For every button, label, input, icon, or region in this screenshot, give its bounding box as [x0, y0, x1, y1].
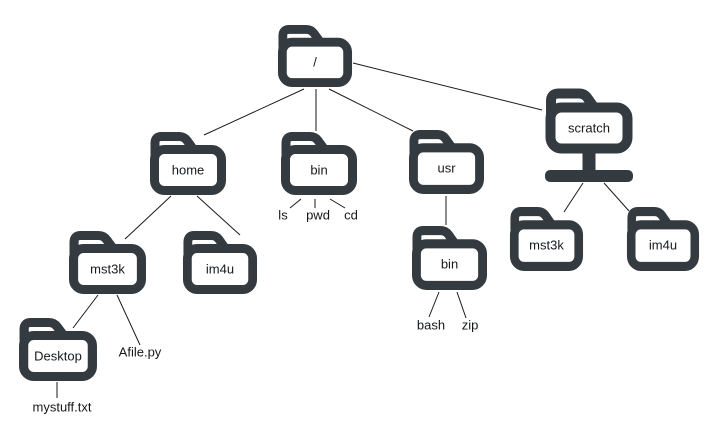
file-label-zip: zip — [461, 317, 479, 333]
tree-edge-scratch-mst3k-scratch — [563, 182, 584, 213]
tree-edge-home-im4u-home — [196, 195, 241, 236]
tree-edge-bin-cd — [329, 198, 346, 209]
tree-edge-root-usr — [328, 88, 414, 132]
folder-node-bin-usr: bin — [411, 226, 488, 291]
tree-edge-root-home — [203, 88, 305, 136]
folder-icon — [182, 231, 258, 294]
tree-edge-home-mst3k-home — [124, 195, 172, 240]
folder-node-im4u-home: im4u — [182, 231, 258, 295]
file-label-pwd: pwd — [306, 207, 330, 223]
folder-node-usr: usr — [408, 130, 485, 195]
folder-label-usr: usr — [437, 160, 456, 176]
folder-icon — [408, 130, 485, 194]
folder-label-im4u-scratch: im4u — [648, 237, 678, 253]
tree-edge-bin-ls — [289, 198, 302, 209]
folder-node-bin: bin — [280, 132, 358, 196]
file-label-cd: cd — [344, 207, 358, 223]
folder-icon — [277, 25, 353, 88]
folder-label-home: home — [171, 162, 205, 178]
folder-label-im4u-home: im4u — [205, 261, 235, 277]
folder-icon — [411, 226, 488, 290]
folder-node-home: home — [149, 132, 227, 196]
folder-node-desktop: Desktop — [18, 318, 98, 382]
file-label-mystuff: mystuff.txt — [32, 399, 92, 415]
tree-edge-mst3k-home-afile — [116, 294, 141, 346]
folder-label-scratch: scratch — [568, 120, 610, 136]
folder-label-desktop: Desktop — [34, 348, 82, 364]
folder-label-mst3k-home: mst3k — [90, 261, 125, 277]
folder-icon — [626, 207, 700, 271]
folder-icon — [150, 132, 226, 195]
folder-label-mst3k-scratch: mst3k — [529, 237, 564, 253]
folder-icon — [19, 318, 97, 381]
network-folder-icon — [545, 88, 633, 182]
folder-node-im4u-scratch: im4u — [626, 207, 700, 272]
tree-edge-bin-usr-zip — [456, 291, 467, 319]
folder-icon — [281, 132, 357, 195]
folder-icon — [69, 231, 146, 294]
folder-node-root: / — [277, 25, 353, 88]
tree-edge-mst3k-home-desktop — [72, 294, 99, 329]
tree-edge-root-scratch — [352, 62, 543, 111]
folder-label-root: / — [313, 54, 317, 70]
file-label-afile: Afile.py — [118, 344, 162, 360]
folder-label-bin: bin — [310, 162, 328, 178]
folder-node-mst3k-home: mst3k — [68, 231, 147, 295]
folder-node-scratch: scratch — [544, 88, 634, 182]
folder-node-mst3k-scratch: mst3k — [509, 207, 584, 272]
folder-label-bin-usr: bin — [440, 256, 459, 272]
folder-icon — [509, 207, 584, 271]
tree-edge-scratch-im4u-scratch — [603, 182, 630, 212]
tree-edge-bin-usr-bash — [428, 291, 440, 318]
file-label-bash: bash — [416, 317, 446, 333]
file-label-ls: ls — [278, 207, 288, 223]
